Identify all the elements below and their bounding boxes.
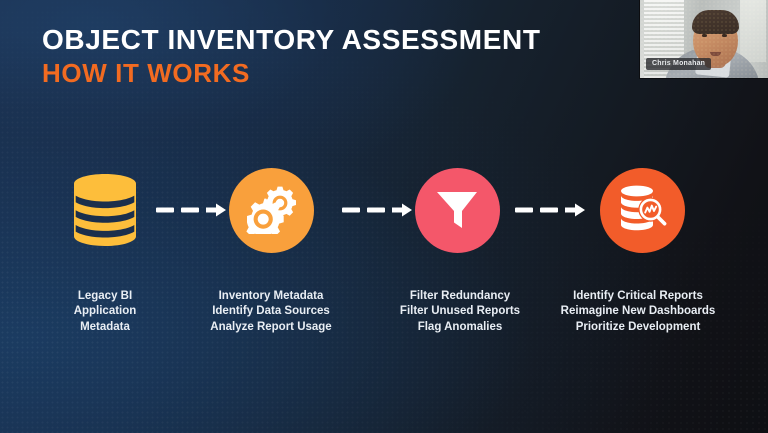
process-flow-diagram (0, 160, 768, 260)
webcam-person-hair (692, 10, 739, 34)
dashed-arrow-right-icon-2 (342, 202, 414, 218)
flow-step-4-badge (599, 167, 685, 253)
webcam-participant-name: Chris Monahan (646, 58, 712, 70)
flow-step-3-caption: Filter Redundancy Filter Unused Reports … (380, 289, 540, 335)
webcam-person-mouth (710, 52, 721, 56)
dashed-arrow-right-icon-3 (515, 202, 587, 218)
funnel-filter-icon (433, 184, 481, 237)
flow-step-3 (407, 160, 507, 260)
database-cylinder-icon (63, 168, 148, 253)
webcam-video-overlay[interactable]: Chris Monahan (639, 0, 768, 79)
dashed-arrow-right-icon-1 (156, 202, 228, 218)
webcam-person-eye-left (702, 34, 707, 37)
webcam-person-eye-right (722, 34, 727, 37)
caption-line: Application (73, 305, 137, 318)
slide-title-subtitle: HOW IT WORKS (42, 58, 250, 88)
caption-line: Metadata (80, 320, 130, 333)
flow-step-2-badge (228, 167, 314, 253)
flow-step-2-caption: Inventory Metadata Identify Data Sources… (191, 289, 351, 335)
flow-step-1-caption: Legacy BI Application Metadata (35, 289, 175, 335)
caption-line: Analyze Report Usage (210, 320, 332, 333)
caption-line: Identify Critical Reports (573, 290, 703, 302)
flow-step-1 (55, 160, 155, 260)
caption-line: Reimagine New Dashboards (560, 305, 716, 318)
webcam-window-right (740, 0, 766, 62)
caption-line: Prioritize Development (575, 320, 701, 333)
caption-line: Filter Unused Reports (399, 305, 521, 318)
slide-title-block: OBJECT INVENTORY ASSESSMENT HOW IT WORKS (42, 24, 541, 88)
caption-line: Inventory Metadata (218, 290, 324, 302)
caption-line: Flag Anomalies (417, 320, 503, 333)
flow-step-2 (221, 160, 321, 260)
database-search-icon (615, 181, 669, 240)
caption-line: Identify Data Sources (212, 305, 330, 318)
caption-line: Legacy BI (77, 290, 133, 302)
gears-icon (245, 182, 297, 240)
flow-step-4 (592, 160, 692, 260)
slide-title-primary: OBJECT INVENTORY ASSESSMENT (42, 24, 541, 55)
flow-step-4-caption: Identify Critical Reports Reimagine New … (545, 289, 731, 335)
flow-step-3-badge (414, 167, 500, 253)
caption-line: Filter Redundancy (409, 290, 511, 302)
